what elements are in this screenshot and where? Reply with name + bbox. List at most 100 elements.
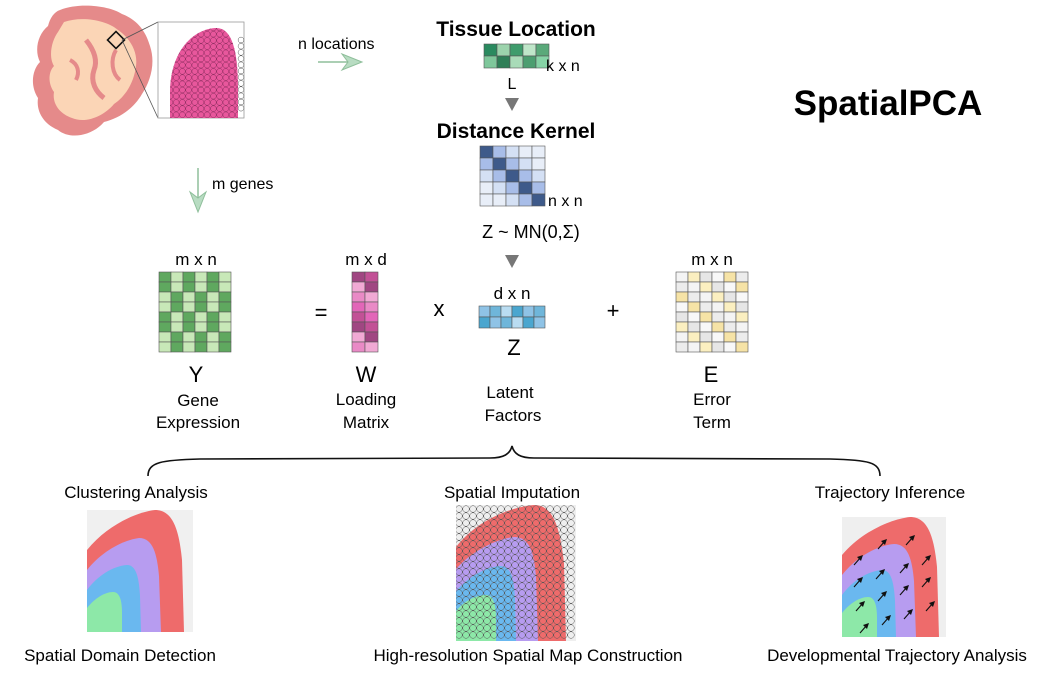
matrix-cell — [518, 157, 533, 171]
imputation-spot — [504, 610, 512, 618]
imputation-spot — [560, 512, 568, 520]
tissue-spot — [228, 62, 236, 69]
imputation-spot — [546, 512, 554, 520]
tissue-spot — [173, 86, 180, 94]
tissue-spot — [173, 68, 180, 75]
matrix-cell — [479, 145, 494, 159]
matrix-cell — [699, 291, 713, 303]
imputation-spot — [483, 568, 491, 576]
imputation-spot — [462, 554, 470, 562]
imputation-spot — [539, 554, 547, 562]
matrix-cell — [206, 321, 220, 333]
tissue-spot — [237, 86, 245, 93]
imputation-spot — [553, 512, 561, 520]
tissue-spot — [216, 68, 223, 75]
matrix-cell — [699, 271, 713, 283]
imputation-spot — [511, 561, 519, 569]
matrix-cell — [218, 301, 232, 313]
imputation-spot — [469, 533, 477, 541]
tissue-spot — [179, 105, 186, 112]
imputation-spot — [476, 603, 484, 611]
y-label-line2: Expression — [156, 413, 240, 432]
matrix-cell — [158, 311, 172, 323]
imputation-spot — [539, 519, 547, 527]
matrix-cell — [492, 181, 507, 195]
plus-sign: + — [607, 298, 620, 323]
imputation-spot — [490, 610, 498, 618]
tissue-spot — [222, 62, 229, 69]
imputation-spot — [546, 540, 554, 548]
matrix-cell — [479, 157, 494, 171]
matrix-cell — [351, 281, 366, 293]
tissue-spot — [185, 93, 192, 100]
matrix-cell — [206, 341, 220, 353]
tissue-spot — [237, 61, 245, 68]
imputation-spot — [539, 582, 547, 590]
imputation-spot — [469, 526, 477, 534]
imputation-spot — [553, 547, 561, 555]
imputation-spot — [476, 631, 484, 639]
imputation-spot — [539, 617, 547, 625]
imputation-spot — [539, 631, 547, 639]
tissue-spot — [210, 93, 217, 100]
imputation-spot — [518, 519, 526, 527]
imputation-spot — [504, 505, 512, 513]
trajectory-arrowhead — [885, 615, 891, 621]
matrix-cell — [723, 321, 737, 333]
tissue-spot — [237, 43, 245, 50]
imputation-spot — [504, 603, 512, 611]
imputation-caption: High-resolution Spatial Map Construction — [374, 646, 683, 665]
tissue-spot — [191, 55, 198, 63]
tissue-spot — [222, 68, 229, 75]
imputation-spot — [462, 624, 470, 632]
imputation-spot — [462, 575, 470, 583]
matrix-cell — [735, 301, 749, 313]
matrix-cell — [489, 305, 502, 318]
imputation-spot — [518, 596, 526, 604]
imputation-spot — [539, 575, 547, 583]
imputation-spot — [483, 540, 491, 548]
tissue-spot — [210, 99, 217, 106]
trajectory-arrowhead — [857, 577, 863, 583]
imputation-spot — [546, 589, 554, 597]
imputation-spot — [456, 589, 463, 597]
imputation-spot — [567, 519, 575, 527]
tissue-location-symbol: L — [508, 76, 517, 93]
e-label-line2: Term — [693, 413, 731, 432]
y-dim: m x n — [175, 250, 217, 269]
tissue-spot — [228, 111, 236, 118]
imputation-spot — [462, 540, 470, 548]
imputation-spot — [567, 603, 575, 611]
imputation-spot — [490, 575, 498, 583]
tissue-spot — [197, 74, 205, 81]
matrix-cell — [158, 301, 172, 313]
matrix-cell — [364, 341, 379, 353]
matrix-cell — [518, 181, 533, 195]
tissue-spot — [228, 105, 236, 112]
trajectory-arrowhead — [881, 539, 887, 545]
imputation-spot — [497, 554, 505, 562]
matrix-cell — [518, 145, 533, 159]
w-label-line1: Loading — [336, 390, 397, 409]
imputation-spot — [490, 603, 498, 611]
imputation-spot — [560, 582, 568, 590]
imputation-spot — [476, 533, 484, 541]
tissue-spot — [173, 93, 180, 100]
tissue-spot — [173, 74, 180, 81]
imputation-spot — [532, 540, 540, 548]
imputation-spot — [567, 568, 575, 576]
trajectory-arrowhead — [907, 609, 913, 615]
prior-equation: Z ~ MN(0,Σ) — [482, 222, 580, 242]
imputation-spot — [560, 624, 568, 632]
imputation-spot — [553, 554, 561, 562]
tissue-spot — [237, 74, 245, 81]
clustering-heading: Clustering Analysis — [64, 483, 208, 502]
imputation-spot — [525, 582, 533, 590]
imputation-spot — [469, 617, 477, 625]
w-symbol: W — [356, 362, 377, 387]
equals-sign: = — [315, 300, 328, 325]
matrix-cell — [194, 331, 208, 343]
tissue-spot — [179, 86, 186, 94]
imputation-spot — [539, 568, 547, 576]
imputation-spot — [476, 519, 484, 527]
